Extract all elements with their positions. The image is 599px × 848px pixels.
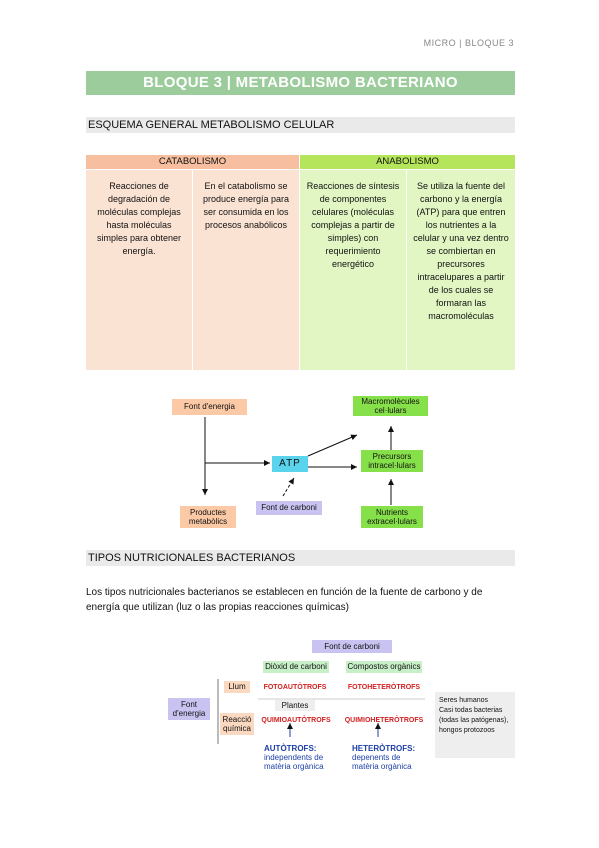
quimioheterotrofs-label: QUIMIOHETERÒTROFS xyxy=(344,717,424,724)
quimioautotrofs-label: QUIMIOAUTÒTROFS xyxy=(261,717,331,724)
heterotrofs-desc: depenents de matèria orgànica xyxy=(352,753,412,771)
section-heading-tipos: TIPOS NUTRICIONALES BACTERIANOS xyxy=(86,550,515,566)
diagram2-lines xyxy=(217,679,425,744)
catabolismo-header: CATABOLISMO xyxy=(86,155,299,169)
dioxid-carboni-label: Diòxid de carboni xyxy=(263,661,329,673)
font-carboni-header: Font de carboni xyxy=(312,640,392,653)
tipos-paragraph: Los tipos nutricionales bacterianos se e… xyxy=(86,587,483,613)
autotrofs-title: AUTÒTROFS: xyxy=(264,744,317,753)
llum-label: Llum xyxy=(224,681,250,693)
plantes-label: Plantes xyxy=(275,700,315,711)
precursors-box: Precursors intracel·lulars xyxy=(361,450,423,472)
productes-box: Productes metabòlics xyxy=(180,506,236,528)
font-energia-side: Font d'energia xyxy=(168,698,210,720)
autotrofs-desc: independents de matèria orgànica xyxy=(264,753,324,771)
metabolism-diagram: Font d'energia ATP Macromolècules cel·lu… xyxy=(160,390,450,530)
table-cell: Reacciones de síntesis de componentes ce… xyxy=(300,170,406,370)
table-cell: En el catabolismo se produce energía par… xyxy=(193,170,299,370)
heterotrofs-title: HETERÒTROFS: xyxy=(352,744,416,753)
table-cell: Se utiliza la fuente del carbono y la en… xyxy=(407,170,515,370)
nutritional-types-diagram: Font de carboni Diòxid de carboni Compos… xyxy=(160,637,520,787)
atp-box: ATP xyxy=(272,456,308,472)
nutrients-box: Nutrients extracel·lulars xyxy=(361,506,423,528)
font-carboni-box: Font de carboni xyxy=(256,501,322,515)
anabolismo-header: ANABOLISMO xyxy=(300,155,515,169)
fotoautotrofs-label: FOTOAUTÒTROFS xyxy=(263,684,327,691)
page-title: BLOQUE 3 | METABOLISMO BACTERIANO xyxy=(86,71,515,95)
fotoheterotrofs-label: FOTOHETERÒTROFS xyxy=(347,684,421,691)
macromolecules-box: Macromolècules cel·lulars xyxy=(353,396,428,416)
section-heading-metabolismo: ESQUEMA GENERAL METABOLISMO CELULAR xyxy=(86,117,515,133)
reaccio-quimica-label: Reacció química xyxy=(220,713,254,735)
compostos-organics-label: Compostos orgànics xyxy=(346,661,422,673)
table-cell: Reacciones de degradación de moléculas c… xyxy=(86,170,192,370)
metabolism-table: CATABOLISMO ANABOLISMO Reacciones de deg… xyxy=(86,155,515,370)
course-tag: MICRO | BLOQUE 3 xyxy=(423,38,514,48)
diagram-arrows xyxy=(202,417,394,505)
note-box: Seres humanos Casi todas bacterias (toda… xyxy=(435,692,515,758)
font-energia-box: Font d'energia xyxy=(172,399,247,415)
